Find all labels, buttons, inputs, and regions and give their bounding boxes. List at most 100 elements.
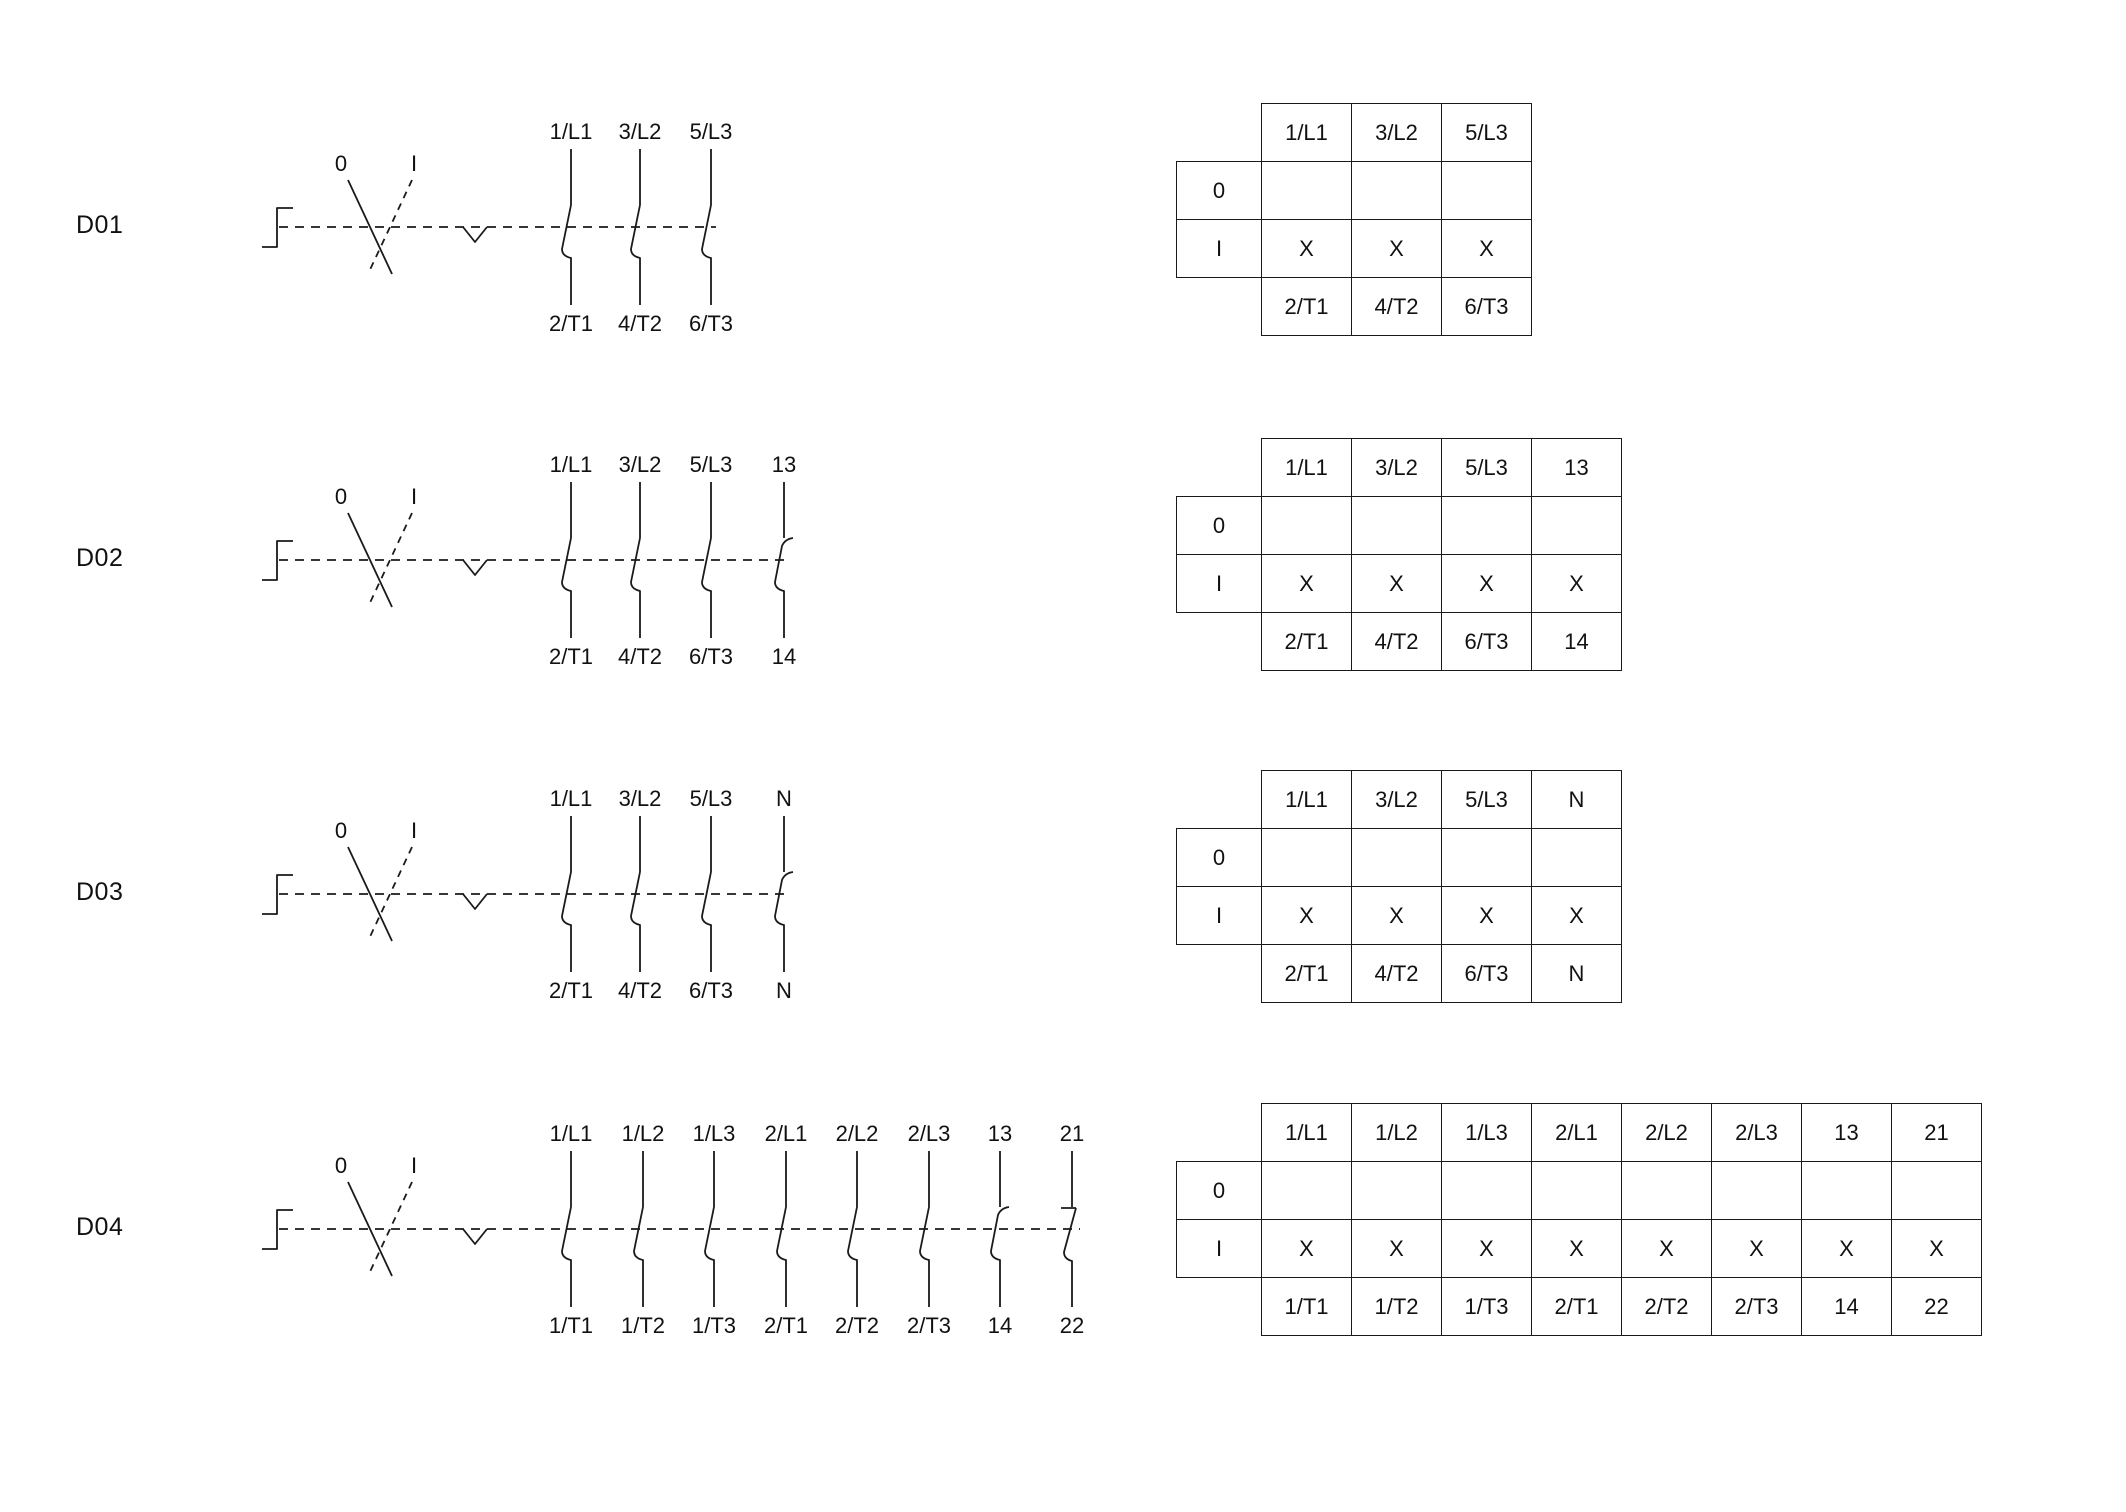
position-1-line [367, 1181, 413, 1277]
table-footer-cell: 4/T2 [1351, 612, 1442, 671]
position-1-label: I [411, 818, 417, 843]
state-cell: X [1441, 886, 1532, 945]
table-header-cell: 13 [1801, 1103, 1892, 1162]
table-footer-cell: 6/T3 [1441, 944, 1532, 1003]
position-1-line [367, 846, 413, 942]
terminal-label-bottom: 1/T2 [621, 1313, 665, 1338]
terminal-label-top: 21 [1060, 1121, 1084, 1146]
state-cell [1261, 828, 1352, 887]
state-cell [1801, 1161, 1892, 1220]
table-footer-cell: 1/T2 [1351, 1277, 1442, 1336]
table-header-cell: 21 [1891, 1103, 1982, 1162]
table-header-cell: 1/L1 [1261, 438, 1352, 497]
terminal-label-bottom: 14 [772, 644, 796, 669]
table-row: 1/L1 3/L2 5/L3 N [1177, 770, 1622, 829]
position-1-label: I [411, 484, 417, 509]
coupling-icon [462, 893, 488, 910]
switch-schematic-d03: 0 I 1/L1 3/L2 5/L3 N 2/T1 4/T2 6/T3 N [262, 786, 794, 1003]
state-cell [1441, 161, 1532, 220]
terminal-label-top: 5/L3 [690, 119, 733, 144]
terminal-label-bottom: 22 [1060, 1313, 1084, 1338]
table-header-cell: 5/L3 [1441, 438, 1532, 497]
position-0-line [347, 179, 393, 275]
row-label-d04: D04 [76, 1213, 124, 1242]
terminal-label-bottom: 6/T3 [689, 644, 733, 669]
terminal-label-bottom: 2/T1 [764, 1313, 808, 1338]
table-footer-cell: 6/T3 [1441, 277, 1532, 336]
row-label-d01: D01 [76, 211, 124, 240]
state-cell: X [1351, 219, 1442, 278]
terminal-label-top: 5/L3 [690, 452, 733, 477]
terminal-label-top: 1/L3 [693, 1121, 736, 1146]
row-label-d03: D03 [76, 878, 124, 907]
terminal-label-bottom: 2/T1 [549, 978, 593, 1003]
state-cell [1441, 1161, 1532, 1220]
terminal-label-bottom: 2/T1 [549, 311, 593, 336]
table-footer-cell: 2/T1 [1261, 277, 1352, 336]
table-header-cell: 5/L3 [1441, 103, 1532, 162]
terminal-label-top: 2/L2 [836, 1121, 879, 1146]
position-row-label: 0 [1176, 1161, 1262, 1220]
table-footer-cell: 2/T3 [1711, 1277, 1802, 1336]
table-header-cell: 3/L2 [1351, 770, 1442, 829]
table-corner-cell [1177, 1104, 1262, 1162]
position-row-label: I [1176, 1219, 1262, 1278]
contact-state-table-d04: 1/L1 1/L2 1/L3 2/L1 2/L2 2/L3 13 21 0 I … [1176, 1103, 1982, 1336]
table-row: 2/T1 4/T2 6/T3 N [1177, 944, 1622, 1003]
table-footer-cell: 6/T3 [1441, 612, 1532, 671]
terminal-label-bottom: 1/T3 [692, 1313, 736, 1338]
state-cell [1711, 1161, 1802, 1220]
state-cell: X [1531, 1219, 1622, 1278]
terminal-label-bottom: 6/T3 [689, 978, 733, 1003]
table-corner-cell [1177, 278, 1262, 336]
table-footer-cell: 4/T2 [1351, 944, 1442, 1003]
table-footer-cell: 14 [1801, 1277, 1892, 1336]
state-cell [1261, 1161, 1352, 1220]
state-cell: X [1531, 554, 1622, 613]
table-corner-cell [1177, 771, 1262, 829]
state-cell [1441, 828, 1532, 887]
terminal-label-bottom: N [776, 978, 792, 1003]
terminal-label-top: N [776, 786, 792, 811]
switch-schematic-d02: 0 I 1/L1 3/L2 5/L3 13 2/T1 4/T2 6/T3 14 [262, 452, 796, 669]
table-header-cell: 5/L3 [1441, 770, 1532, 829]
position-0-line [347, 846, 393, 942]
table-row: 0 [1176, 828, 1622, 887]
table-row: 0 [1176, 161, 1532, 220]
position-0-label: 0 [335, 818, 347, 843]
state-cell: X [1711, 1219, 1802, 1278]
table-footer-cell: 2/T1 [1531, 1277, 1622, 1336]
coupling-icon [462, 226, 488, 243]
terminal-label-top: 1/L1 [550, 1121, 593, 1146]
terminal-label-bottom: 4/T2 [618, 644, 662, 669]
position-0-label: 0 [335, 151, 347, 176]
table-row: 1/L1 3/L2 5/L3 [1177, 103, 1532, 162]
table-row: 1/L1 1/L2 1/L3 2/L1 2/L2 2/L3 13 21 [1177, 1103, 1982, 1162]
manual-actuator-icon [262, 540, 293, 581]
table-header-cell: 2/L2 [1621, 1103, 1712, 1162]
terminal-label-top: 5/L3 [690, 786, 733, 811]
row-label-d02: D02 [76, 544, 124, 573]
table-header-cell: 1/L1 [1261, 1103, 1352, 1162]
position-1-line [367, 512, 413, 608]
position-0-line [347, 512, 393, 608]
table-row: 1/T1 1/T2 1/T3 2/T1 2/T2 2/T3 14 22 [1177, 1277, 1982, 1336]
table-footer-cell: N [1531, 944, 1622, 1003]
state-cell [1261, 496, 1352, 555]
terminal-label-bottom: 2/T1 [549, 644, 593, 669]
manual-actuator-icon [262, 207, 293, 248]
switch-schematic-d01: 0 I 1/L1 3/L2 5/L3 2/T1 4/T2 6/T3 [262, 119, 733, 336]
table-corner-cell [1177, 1278, 1262, 1336]
terminal-label-top: 1/L2 [622, 1121, 665, 1146]
position-1-label: I [411, 151, 417, 176]
table-header-cell: N [1531, 770, 1622, 829]
terminal-label-top: 2/L1 [765, 1121, 808, 1146]
terminal-label-top: 1/L1 [550, 786, 593, 811]
position-row-label: I [1176, 886, 1262, 945]
manual-actuator-icon [262, 874, 293, 915]
terminal-label-top: 13 [988, 1121, 1012, 1146]
table-row: 2/T1 4/T2 6/T3 [1177, 277, 1532, 336]
table-row: 2/T1 4/T2 6/T3 14 [1177, 612, 1622, 671]
state-cell: X [1441, 1219, 1532, 1278]
terminal-label-top: 3/L2 [619, 452, 662, 477]
